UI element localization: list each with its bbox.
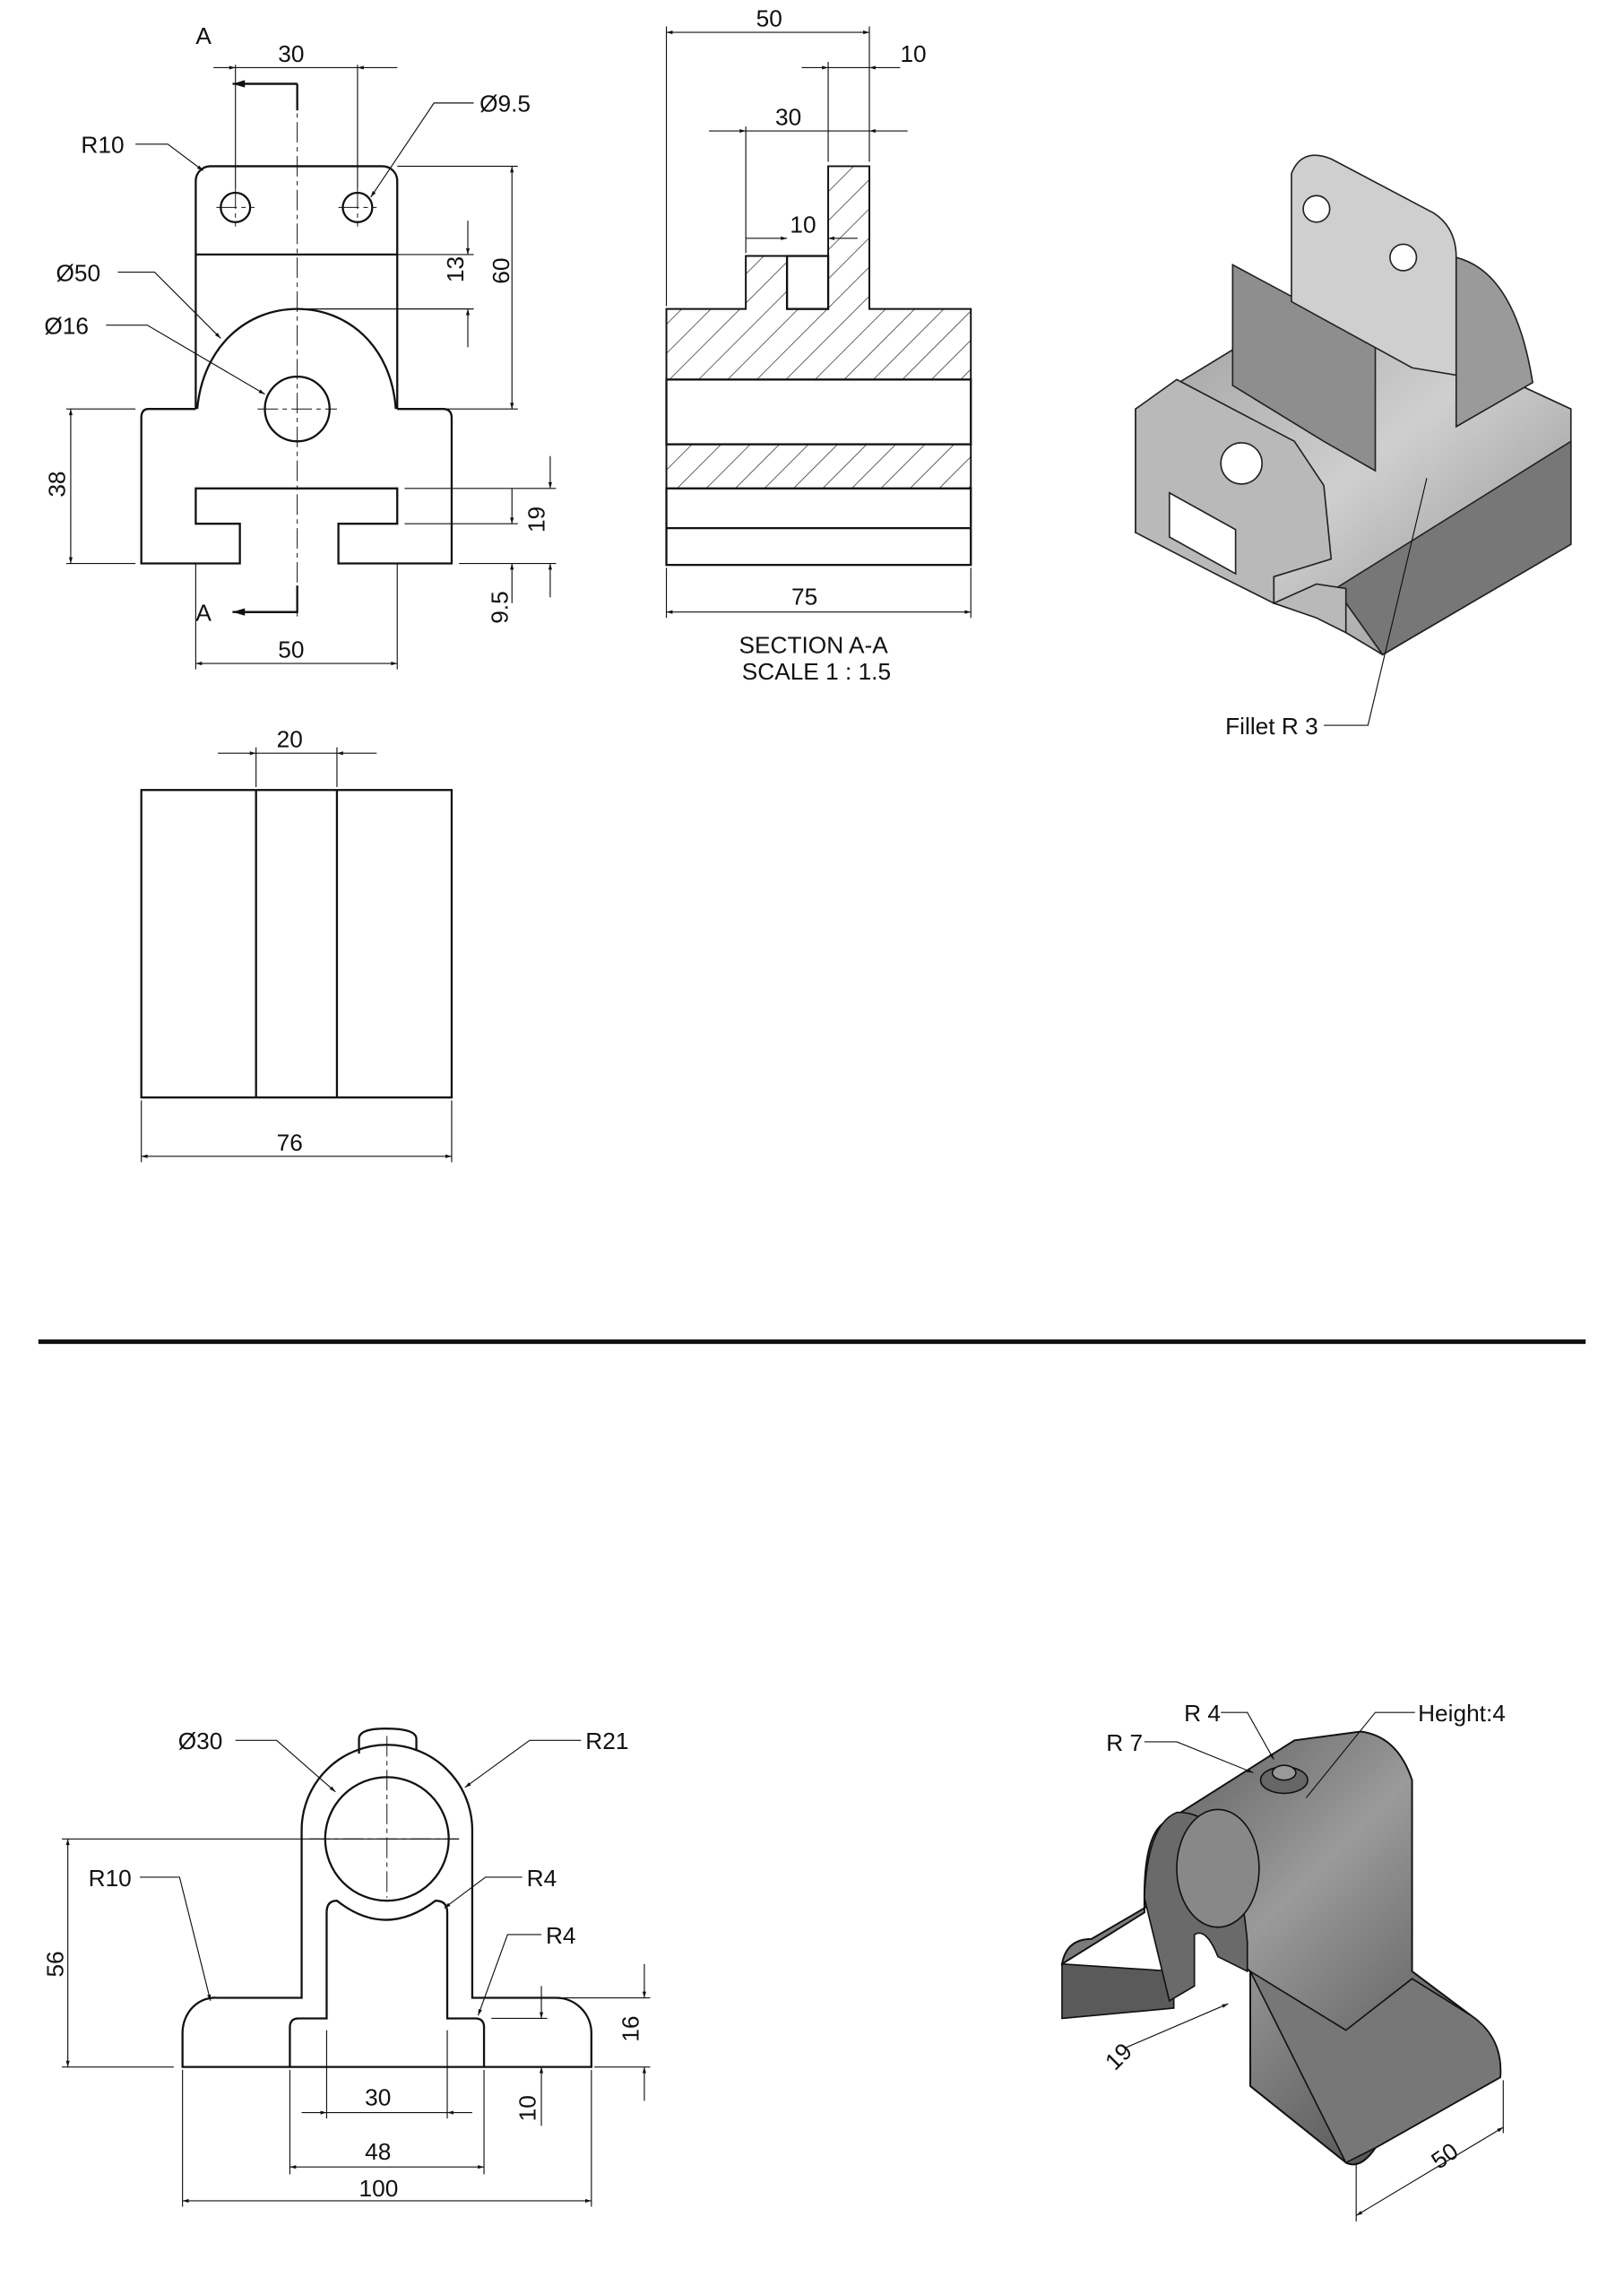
- section-dim-30: 30: [775, 103, 801, 130]
- fillet-note: Fillet R 3: [1225, 713, 1318, 740]
- iso-dim-50: 50: [1426, 2137, 1463, 2174]
- dim-19: 19: [523, 507, 549, 533]
- dim-hole-diameter: Ø9.5: [479, 91, 531, 117]
- section-marker-top: A: [195, 22, 212, 49]
- dim-56: 56: [42, 1951, 69, 1977]
- dim-hole-spacing: 30: [278, 40, 304, 67]
- side-view: 20 76: [140, 726, 454, 1163]
- iso-dim-r4: R 4: [1184, 1700, 1221, 1727]
- dim-13: 13: [442, 256, 469, 282]
- iso-height-note: Height:4: [1418, 1700, 1506, 1727]
- dim-16: 16: [617, 2016, 644, 2042]
- dim-9-5: 9.5: [486, 591, 513, 624]
- dim-bore-diameter: Ø16: [44, 313, 89, 340]
- section-scale: SCALE 1 : 1.5: [742, 658, 891, 685]
- section-marker-bottom: A: [195, 600, 212, 627]
- side-dim-20: 20: [277, 726, 303, 753]
- section-dim-10-top: 10: [900, 40, 926, 67]
- section-view: 50 10 30 10 75 SECTION A-A SCALE 1 : 1.5: [665, 5, 972, 685]
- section-dim-75: 75: [791, 583, 817, 610]
- dim-bore-diameter-30: Ø30: [178, 1728, 223, 1754]
- dim-38: 38: [43, 471, 70, 497]
- side-dim-76: 76: [277, 1129, 303, 1156]
- iso-dim-r7: R 7: [1106, 1729, 1143, 1756]
- front-view-1: A A 30 Ø9.5 R10 Ø50 Ø16 13 60 38 19 9.5 …: [43, 22, 557, 670]
- isometric-view-1: Fillet R 3: [1135, 154, 1572, 740]
- dim-30: 30: [365, 2083, 391, 2110]
- dim-width-50: 50: [278, 637, 304, 663]
- dim-48: 48: [365, 2138, 391, 2165]
- dim-base-radius: R10: [89, 1865, 132, 1892]
- dim-outer-radius: R21: [585, 1728, 628, 1754]
- front-view-2: Ø30 R21 R10 R4 R4 56 16 10 30 48 100: [42, 1728, 651, 2207]
- dim-100: 100: [359, 2175, 399, 2202]
- dim-r4-upper: R4: [527, 1865, 557, 1892]
- dim-corner-radius: R10: [81, 132, 124, 159]
- isometric-view-2: R 4 R 7 Height:4 19 50: [1060, 1700, 1506, 2221]
- dim-60: 60: [488, 258, 514, 284]
- section-dim-50: 50: [756, 5, 782, 32]
- dim-r4-lower: R4: [546, 1922, 576, 1949]
- section-dim-10-slot: 10: [790, 211, 816, 238]
- dim-10: 10: [514, 2095, 540, 2121]
- dim-arch-diameter: Ø50: [56, 259, 101, 286]
- iso-dim-19: 19: [1100, 2038, 1137, 2075]
- section-title: SECTION A-A: [739, 632, 889, 659]
